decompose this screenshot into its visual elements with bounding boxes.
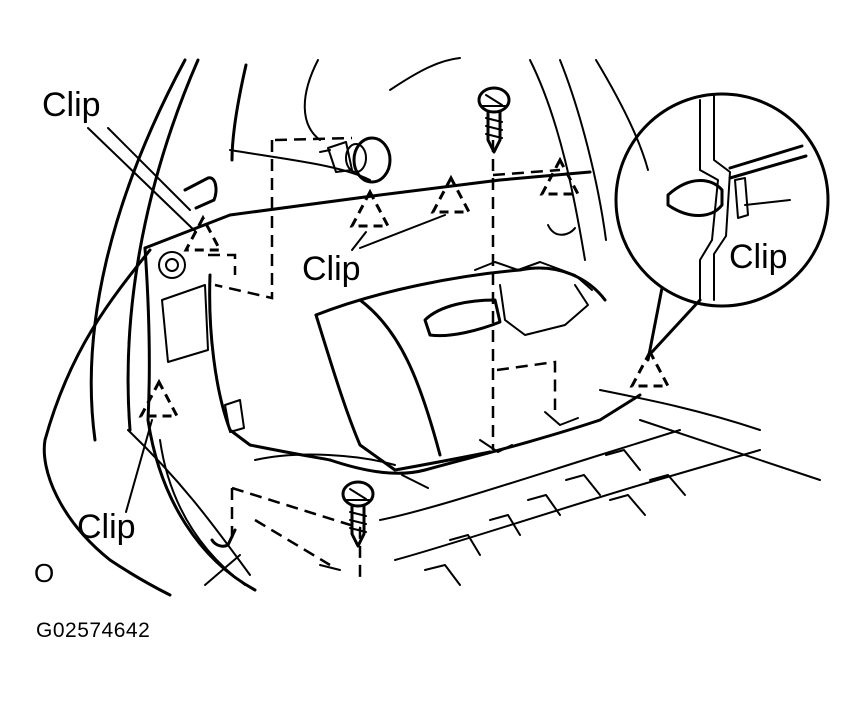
clip-markers (138, 156, 671, 418)
clip-label-bottom-left: Clip (77, 508, 136, 546)
clip-label-inset: Clip (729, 238, 788, 276)
quarter-trim-panel (143, 170, 642, 586)
hidden-lines (208, 136, 561, 578)
marker-o: O (34, 558, 55, 588)
leader-lines (87, 127, 446, 513)
push-clip-part (319, 136, 392, 184)
clip-label-middle: Clip (302, 250, 361, 288)
cargo-floor (254, 389, 821, 586)
figure-code: G02574642 (36, 619, 151, 642)
clip-label-top-left: Clip (42, 86, 101, 124)
screw-top (477, 86, 511, 154)
screw-bottom (341, 480, 375, 548)
detail-inset (614, 92, 830, 362)
